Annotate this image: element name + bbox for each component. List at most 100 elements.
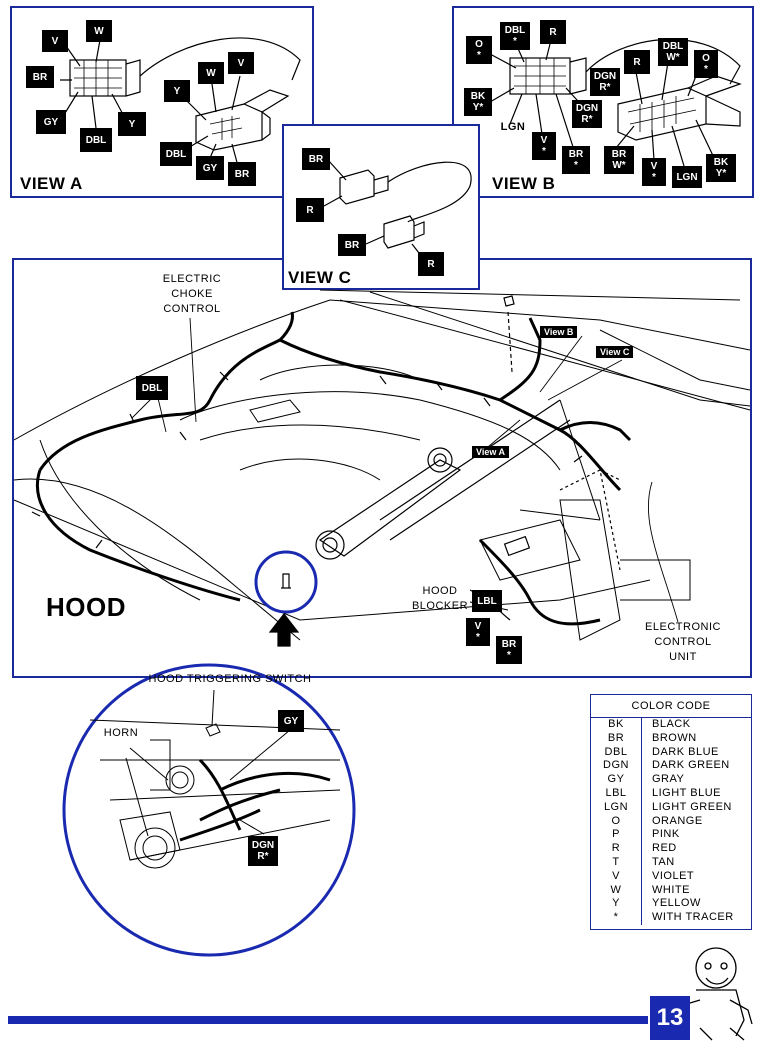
wire-tag: DBL (160, 142, 192, 166)
wiring-harness (35, 311, 632, 626)
detail-line-art (89, 689, 341, 869)
electronic-control-unit-label: ELECTRONIC CONTROL UNIT (645, 621, 721, 663)
wire-tag: DBL * (500, 22, 530, 50)
horn-label: HORN (103, 727, 139, 739)
wire-tag: W (198, 62, 224, 84)
engine-bay-outline (13, 289, 751, 641)
legend-color-name: WHITE (652, 883, 690, 896)
wire-tag: DGN R* (572, 100, 602, 128)
legend-color-name: BROWN (652, 731, 697, 744)
view-b-connector-2 (615, 61, 742, 167)
wire-tag: DBL W* (658, 38, 688, 66)
legend-code: LGN (591, 800, 642, 815)
legend-row: T TAN (591, 855, 751, 870)
legend-code: W (591, 883, 642, 898)
legend-color-name: LIGHT GREEN (652, 800, 732, 813)
wire-tag-br: BR * (496, 636, 522, 664)
wire-tag-dgn: DGN R* (248, 836, 278, 866)
legend-color-name: TAN (652, 855, 675, 868)
hood-triggering-switch-label: HOOD TRIGGERING SWITCH (148, 673, 312, 685)
legend-code: R (591, 842, 642, 856)
legend-code: BK (591, 718, 642, 732)
legend-code: LBL (591, 786, 642, 801)
view-c-callout: View C (596, 346, 634, 358)
legend-row: P PINK (591, 828, 751, 843)
legend-color-name: DARK BLUE (652, 745, 719, 758)
wire-tag: BK Y* (464, 88, 492, 116)
legend-row: GY GRAY (591, 773, 751, 787)
legend-code: P (591, 828, 642, 843)
legend-row: O ORANGE (591, 814, 751, 829)
wire-tag: DBL (80, 128, 112, 152)
wire-tag: W (86, 20, 112, 42)
wire-tag: BR (26, 66, 54, 88)
view-b-title: VIEW B (492, 174, 556, 193)
page-number: 13 (650, 996, 690, 1040)
radiator-bar (315, 399, 571, 560)
view-a-connector-1 (60, 37, 301, 129)
legend-row: Y YELLOW (591, 897, 751, 912)
hood-title: HOOD (46, 592, 126, 622)
dashed-bracket (559, 469, 621, 571)
switch-highlight-circle (254, 550, 318, 614)
legend-color-name: GRAY (652, 773, 685, 786)
legend-color-name: WITH TRACER (652, 911, 734, 924)
wire-tag: BR W* (604, 146, 634, 174)
legend-color-name: YELLOW (652, 897, 701, 910)
wire-tag: DGN R* (590, 68, 620, 96)
bolt-shape (503, 295, 515, 307)
wire-tag: Y (118, 112, 146, 136)
leader-lines (131, 317, 679, 623)
wire-tag: V (42, 30, 68, 52)
wire-tag: GY (36, 110, 66, 134)
wire-tag-lbl: LBL (472, 590, 502, 612)
legend-color-name: PINK (652, 828, 680, 841)
view-c-title: VIEW C (288, 268, 352, 287)
view-a-callout: View A (472, 446, 510, 458)
view-c-connectors (323, 159, 472, 263)
legend-code: O (591, 814, 642, 829)
legend-row: * WITH TRACER (591, 911, 751, 925)
wire-tag: GY (196, 156, 224, 180)
legend-code: Y (591, 897, 642, 912)
wire-tag-v: V * (466, 618, 490, 646)
wire-tag: O * (694, 50, 718, 78)
wire-tag: V (228, 52, 254, 74)
wire-tag: V * (532, 132, 556, 160)
wire-tag: BR * (562, 146, 590, 174)
view-a-connector-2 (185, 75, 290, 167)
legend-color-name: VIOLET (652, 869, 695, 882)
pointer-arrow (268, 613, 300, 647)
main-diagram-frame (12, 258, 752, 678)
legend-row: BK BLACK (591, 718, 751, 732)
legend-code: DBL (591, 745, 642, 760)
bottom-rule (8, 1016, 648, 1024)
legend-color-name: BLACK (652, 718, 691, 730)
wire-tag: O * (466, 36, 492, 64)
legend-title: COLOR CODE (591, 695, 751, 718)
wire-tag: R (418, 252, 444, 276)
legend-color-name: ORANGE (652, 814, 703, 827)
hood-blocker-label: HOOD BLOCKER (411, 585, 469, 612)
wire-tag: BR (302, 148, 330, 170)
wire-tag-dbl: DBL (136, 376, 168, 400)
legend-code: T (591, 855, 642, 870)
legend-row: DBL DARK BLUE (591, 745, 751, 760)
legend-code: * (591, 911, 642, 925)
legend-code: DGN (591, 759, 642, 774)
wire-tag: BR (338, 234, 366, 256)
legend-color-name: RED (652, 842, 677, 855)
view-b-callout: View B (540, 326, 578, 338)
electric-choke-control-label: ELECTRIC CHOKE CONTROL (162, 273, 222, 315)
detail-circle (62, 663, 356, 957)
wire-tag: V * (642, 158, 666, 186)
legend-row: W WHITE (591, 883, 751, 898)
wire-tag-gy: GY (278, 710, 304, 732)
legend-code: GY (591, 773, 642, 787)
